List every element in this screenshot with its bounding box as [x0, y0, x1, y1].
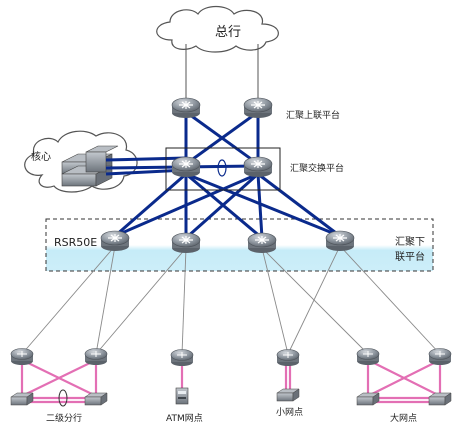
router-uplink-right: [243, 97, 273, 118]
large-site-label: 大网点: [390, 412, 417, 424]
small-site-label: 小网点: [276, 407, 303, 418]
agg-downlink-label-line1: 汇聚下: [395, 235, 425, 248]
router-uplink-left: [171, 97, 201, 118]
switch-large-site-2: [428, 392, 452, 406]
head-office-label: 总行: [215, 25, 241, 40]
agg-uplink-label: 汇聚上联平台: [286, 109, 340, 121]
router-atm: [170, 349, 194, 366]
switch-small-site: [276, 388, 300, 402]
router-rsr-3: [247, 232, 277, 253]
agg-downlink-label-line2: 联平台: [395, 250, 425, 263]
switch-large-site-1: [356, 392, 380, 406]
branch-links: [20, 359, 442, 404]
agg-switch-label: 汇聚交换平台: [290, 162, 344, 174]
router-small-site: [276, 349, 300, 366]
agg-switch-box: [165, 147, 281, 191]
head-office-cloud-icon: [156, 5, 279, 53]
rsr-label: RSR50E: [54, 236, 97, 249]
core-label: 核心: [31, 150, 51, 163]
router-switch-left: [171, 156, 201, 177]
router-branch-1: [10, 348, 34, 365]
atm-label: ATM网点: [166, 413, 203, 424]
access-links: [21, 245, 441, 355]
router-rsr-4: [325, 230, 355, 251]
link-bundle-oval: [217, 159, 227, 177]
router-switch-right: [243, 156, 273, 177]
atm-terminal-icon: [175, 387, 189, 405]
secondary-branch-oval: [58, 389, 68, 407]
core-switch-icon: [61, 145, 119, 187]
router-large-site-2: [428, 348, 452, 365]
switch-branch-1: [10, 392, 34, 406]
switch-branch-2: [84, 392, 108, 406]
router-rsr-1: [100, 230, 130, 251]
branch-secondary-label: 二级分行: [46, 412, 82, 424]
router-rsr-2: [171, 232, 201, 253]
router-large-site-1: [356, 348, 380, 365]
router-branch-2: [84, 348, 108, 365]
head-office-links: [185, 44, 259, 100]
